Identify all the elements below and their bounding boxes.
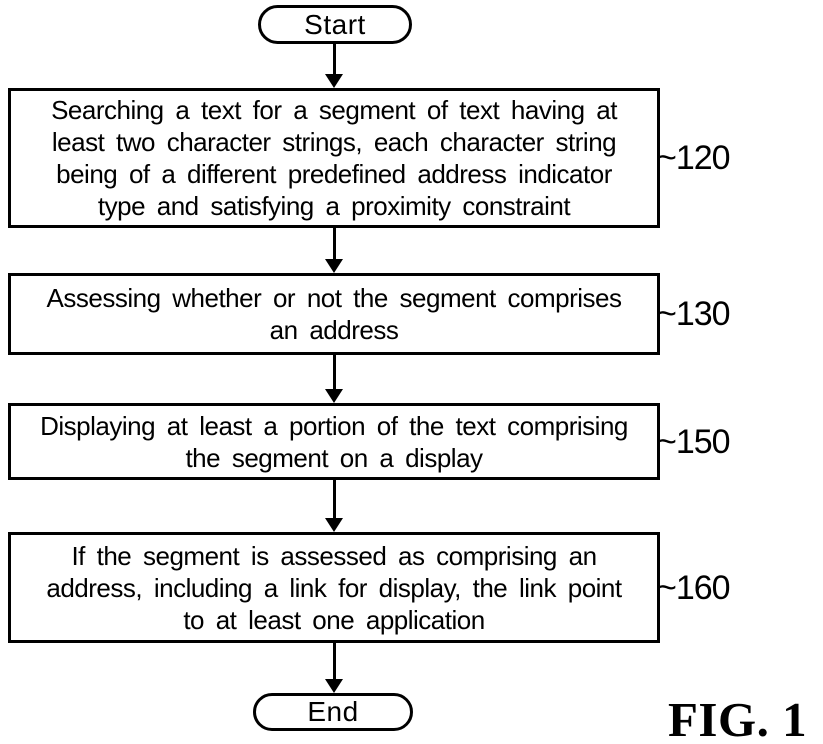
ref-label-150: ~150 [657, 423, 731, 461]
arrow-shaft [333, 480, 336, 519]
process-box-text-line: being of a different predefined address … [56, 159, 612, 189]
process-box-text-line: least two character strings, each charac… [51, 127, 617, 157]
ref-label-160: ~160 [657, 569, 731, 607]
arrow-head-icon [325, 518, 343, 532]
process-box-text-line: type and satisfying a proximity constrai… [97, 191, 571, 221]
arrow-head-icon [325, 389, 343, 403]
process-box-160: If the segment is assessed as comprising… [8, 532, 660, 643]
figure-caption: FIG. 1 [668, 692, 808, 744]
process-box-text-line: Searching a text for a segment of text h… [51, 95, 617, 125]
arrow-head-icon [325, 679, 343, 693]
arrow-shaft [333, 355, 336, 390]
ref-label-130: ~130 [657, 295, 731, 333]
arrow-shaft [333, 43, 336, 75]
arrow-shaft [333, 643, 336, 680]
end-label: End [307, 696, 359, 727]
start-terminal: Start [258, 5, 412, 44]
arrow-head-icon [325, 259, 343, 273]
process-box-130: Assessing whether or not the segment com… [8, 273, 660, 355]
arrow-shaft [333, 228, 336, 260]
process-box-text-line: Assessing whether or not the segment com… [46, 283, 622, 313]
process-box-text-line: If the segment is assessed as comprising… [71, 540, 597, 571]
process-box-text-line: to at least one application [183, 604, 485, 635]
process-box-120: Searching a text for a segment of text h… [8, 88, 660, 228]
process-box-text-line: the segment on a display [185, 442, 483, 473]
ref-label-120: ~120 [657, 139, 731, 177]
process-box-text-line: Displaying at least a portion of the tex… [40, 410, 628, 441]
process-box-text-line: address, including a link for display, t… [46, 572, 622, 603]
arrow-head-icon [325, 74, 343, 88]
end-terminal: End [253, 693, 413, 731]
start-label: Start [304, 8, 366, 40]
process-box-150: Displaying at least a portion of the tex… [8, 403, 660, 480]
process-box-text-line: an address [269, 315, 399, 345]
